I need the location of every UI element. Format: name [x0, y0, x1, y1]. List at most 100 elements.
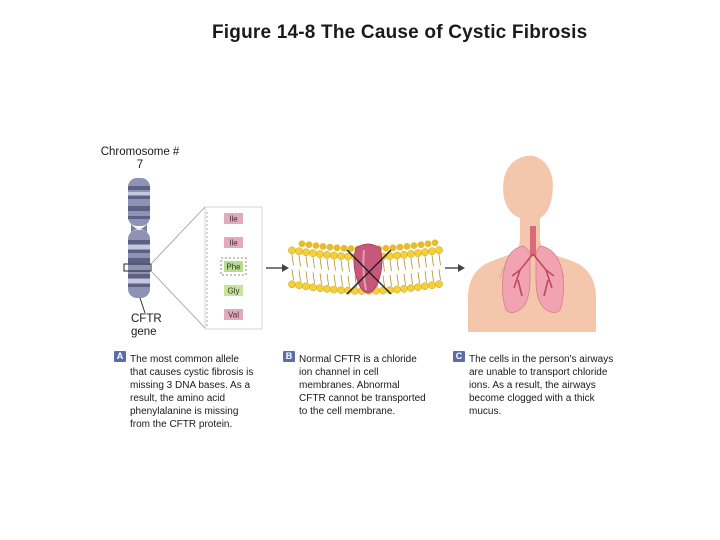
panel-c-text: The cells in the person's airways are un…	[469, 354, 614, 417]
lipid-head	[333, 244, 341, 252]
lipid-tail	[389, 275, 392, 287]
lipid-head	[410, 242, 418, 250]
lipid-tail	[326, 273, 329, 285]
lipid-head	[323, 251, 331, 259]
lipid-head	[393, 251, 401, 260]
lipid-tail	[347, 275, 350, 287]
lipid-head	[323, 285, 331, 293]
lipid-tail	[298, 255, 301, 267]
lipid-head	[298, 240, 306, 248]
lipid-head	[295, 281, 303, 290]
panel-b-badge: B	[283, 351, 295, 362]
lipid-head	[288, 280, 296, 289]
lipid-tail	[333, 259, 336, 271]
zoom-lines	[150, 206, 206, 329]
lipid-head	[330, 285, 338, 294]
amino-acid-label: Ile	[229, 239, 238, 248]
lipid-tail	[438, 254, 441, 266]
amino-acid-label: Val	[228, 311, 239, 320]
lipid-tail	[333, 274, 336, 286]
missing-phe-outline	[220, 257, 247, 276]
lipid-tail	[403, 258, 406, 270]
lipid-head	[382, 244, 390, 252]
figure-title: Figure 14-8 The Cause of Cystic Fibrosis	[212, 22, 588, 43]
lipid-tail	[438, 269, 441, 281]
lipid-head	[428, 281, 436, 290]
lipid-head	[421, 248, 429, 257]
amino-acid-box-ile-1	[224, 237, 243, 248]
lipid-head	[316, 284, 324, 292]
lipid-head	[414, 283, 422, 291]
lipid-head	[337, 252, 345, 260]
lipid-tail	[291, 269, 294, 281]
lipid-tail	[396, 274, 399, 286]
lipid-tail	[298, 270, 301, 282]
lipid-head	[393, 285, 401, 294]
lipid-head	[421, 282, 429, 291]
lipid-head	[396, 243, 404, 251]
lipid-tail	[312, 257, 315, 269]
amino-acid-box-ile-0	[224, 213, 243, 224]
panel-b-text: Normal CFTR is a chloride ion channel in…	[299, 354, 426, 417]
lipid-head	[400, 284, 408, 293]
lipid-head	[347, 245, 355, 253]
lipid-head	[389, 244, 397, 252]
lipid-head	[417, 241, 425, 249]
lipid-head	[435, 246, 443, 254]
arrow-1	[266, 264, 289, 272]
cell-membrane-illustration	[288, 239, 443, 295]
arrow-2	[445, 264, 465, 272]
lipid-tail	[389, 260, 392, 272]
amino-acid-label: Gly	[228, 287, 240, 296]
lipid-head	[312, 242, 320, 250]
lipid-head	[407, 250, 415, 258]
lipid-tail	[305, 271, 308, 283]
lipid-head	[319, 243, 327, 250]
lipid-tail	[403, 273, 406, 285]
lipid-head	[316, 250, 324, 258]
lipid-tail	[319, 273, 322, 285]
lipid-head	[288, 246, 296, 255]
lipid-head	[431, 239, 439, 247]
chromosome-illustration	[123, 178, 152, 314]
lipid-head	[305, 241, 313, 249]
panel-c-badge: C	[453, 351, 465, 362]
lipid-head	[295, 247, 303, 256]
panel-a-badge: A	[114, 351, 126, 362]
lipid-tail	[340, 260, 343, 272]
lipid-head	[330, 251, 338, 260]
amino-acid-label: Phe	[226, 263, 241, 272]
lipid-head	[326, 243, 334, 251]
lipid-tail	[291, 254, 294, 266]
lipid-head	[424, 240, 432, 248]
lipid-tail	[312, 272, 315, 284]
lipid-head	[302, 282, 310, 291]
lipid-tail	[410, 257, 413, 270]
lipid-tail	[396, 259, 399, 271]
amino-acid-box-phe-2	[224, 261, 243, 272]
lipid-tail	[326, 258, 329, 270]
lipid-tail	[382, 260, 385, 272]
lipid-head	[340, 244, 348, 252]
lipid-head	[414, 249, 422, 257]
lipid-tail	[431, 255, 434, 267]
chromosome-label: Chromosome # 7	[100, 146, 180, 171]
lipid-head	[309, 283, 317, 292]
lipid-tail	[410, 272, 413, 285]
lipid-tail	[340, 275, 343, 287]
panel-a-text: The most common allele that causes cysti…	[130, 354, 254, 430]
lipid-head	[435, 280, 443, 288]
amino-acid-label: Ile	[229, 215, 238, 224]
cftr-gene-label: CFTR gene	[131, 313, 162, 338]
lipid-tail	[305, 256, 308, 268]
lipid-head	[407, 284, 415, 292]
lipid-tail	[382, 275, 385, 287]
lipid-head	[337, 286, 345, 294]
lipid-head	[302, 248, 310, 257]
lipid-head	[400, 250, 408, 259]
lipid-head	[309, 249, 317, 258]
torso-lungs-illustration	[468, 155, 596, 332]
lipid-tail	[417, 272, 420, 284]
lipid-head	[428, 247, 436, 256]
